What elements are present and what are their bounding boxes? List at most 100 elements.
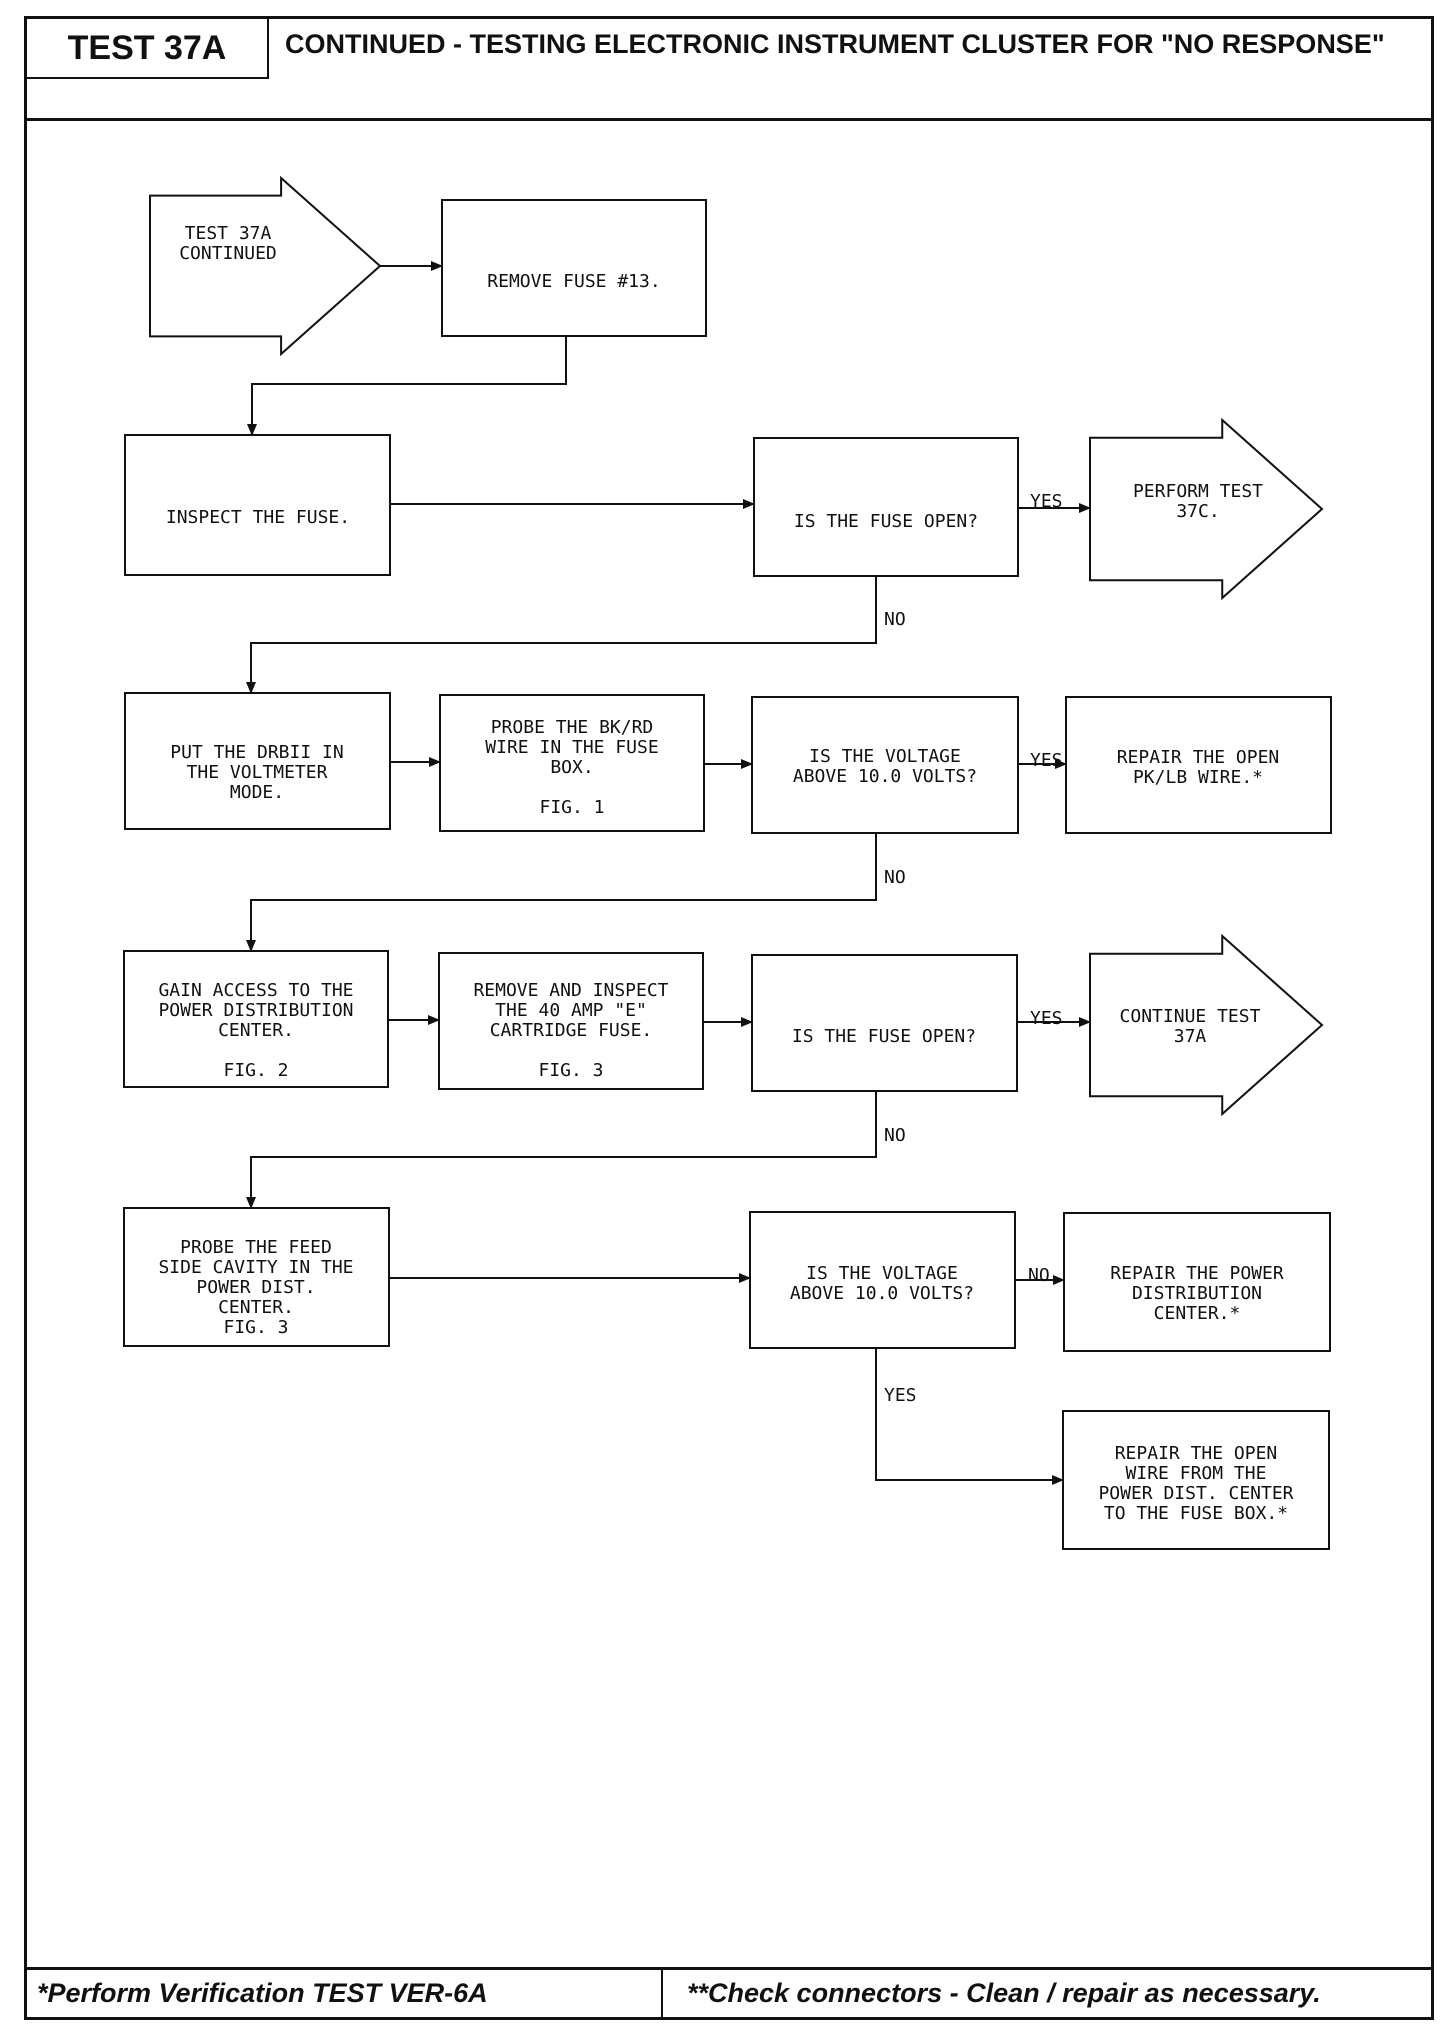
node-text-line: THE 40 AMP "E" xyxy=(495,1000,647,1021)
node-box xyxy=(123,1207,390,1347)
node-box xyxy=(1063,1212,1331,1352)
edge-label-yes-3: YES xyxy=(1030,1008,1063,1029)
node-box xyxy=(124,434,391,576)
node-text-line: POWER DIST. CENTER xyxy=(1098,1483,1293,1504)
node-text-line: PROBE THE FEED xyxy=(180,1237,332,1258)
footer-verification-note: *Perform Verification TEST VER-6A xyxy=(37,1978,488,2008)
node-text-line: WIRE FROM THE xyxy=(1126,1463,1267,1484)
node-text-line: TEST 37A xyxy=(185,223,272,244)
node-text-line: PUT THE DRBII IN xyxy=(170,742,343,763)
node-text-line: CARTRIDGE FUSE. xyxy=(490,1020,653,1041)
node-text-line: FIG. 2 xyxy=(223,1060,288,1081)
node-text-line: FIG. 1 xyxy=(539,797,604,818)
edge-label-no-2: NO xyxy=(884,867,906,888)
decision-fuse-open-1: IS THE FUSE OPEN? xyxy=(753,437,1019,577)
node-box xyxy=(751,696,1019,834)
node-text-line: THE VOLTMETER xyxy=(187,762,328,783)
node-box xyxy=(438,952,704,1090)
node-text-line: DISTRIBUTION xyxy=(1132,1283,1262,1304)
node-box xyxy=(441,199,707,337)
node-text-line: 37C. xyxy=(1176,501,1219,522)
node-text-line: ABOVE 10.0 VOLTS? xyxy=(790,1283,974,1304)
node-text-line: PERFORM TEST xyxy=(1133,481,1263,502)
edge-label-yes-1: YES xyxy=(1030,491,1063,512)
node-text-line: PROBE THE BK/RD xyxy=(491,717,654,738)
node-text-line: CENTER. xyxy=(218,1020,294,1041)
node-text-line: REMOVE FUSE #13. xyxy=(487,271,660,292)
node-text-line: FIG. 3 xyxy=(223,1317,288,1338)
node-text-line: 37A xyxy=(1174,1026,1207,1047)
node-text-line: CONTINUED xyxy=(179,243,277,264)
flowchart-edge-labels: YES NO YES NO YES NO NO YES xyxy=(884,491,1063,1406)
node-text-line: IS THE VOLTAGE xyxy=(806,1263,958,1284)
connector-arrow xyxy=(247,336,567,436)
header: TEST 37A CONTINUED - TESTING ELECTRONIC … xyxy=(27,19,1431,121)
node-text-line: CONTINUE TEST xyxy=(1120,1006,1261,1027)
node-text-line: REPAIR THE OPEN xyxy=(1115,1443,1278,1464)
node-text-line: IS THE VOLTAGE xyxy=(809,746,961,767)
node-box xyxy=(439,694,705,832)
edge-label-no-3: NO xyxy=(884,1125,906,1146)
edge-label-yes-4: YES xyxy=(884,1385,917,1406)
step-remove-fuse: REMOVE FUSE #13. xyxy=(441,199,707,337)
node-text-line: REPAIR THE POWER xyxy=(1110,1263,1284,1284)
node-text-line: ABOVE 10.0 VOLTS? xyxy=(793,766,977,787)
node-text-line: REMOVE AND INSPECT xyxy=(473,980,668,1001)
step-inspect-fuse: INSPECT THE FUSE. xyxy=(124,434,391,576)
node-box xyxy=(753,437,1019,577)
node-text-line: POWER DIST. xyxy=(196,1277,315,1298)
flowchart-connectors xyxy=(246,261,1091,1485)
node-arrow-shape xyxy=(1089,933,1324,1117)
node-box xyxy=(124,692,391,830)
node-text-line: BOX. xyxy=(550,757,593,778)
node-text-line: IS THE FUSE OPEN? xyxy=(794,511,978,532)
node-text-line: GAIN ACCESS TO THE xyxy=(158,980,353,1001)
node-box xyxy=(1065,696,1332,834)
node-text-line: CENTER. xyxy=(218,1297,294,1318)
node-text-line: REPAIR THE OPEN xyxy=(1117,747,1280,768)
node-box xyxy=(123,950,389,1088)
test-id: TEST 37A xyxy=(27,19,269,79)
node-text-line: SIDE CAVITY IN THE xyxy=(158,1257,353,1278)
connector-arrow xyxy=(246,833,877,952)
page-title: CONTINUED - TESTING ELECTRONIC INSTRUMEN… xyxy=(285,29,1385,59)
decision-fuse-open-2: IS THE FUSE OPEN? xyxy=(751,954,1018,1092)
node-box xyxy=(749,1211,1016,1349)
connector-arrow xyxy=(246,1091,877,1209)
node-text-line: MODE. xyxy=(230,782,284,803)
footer: *Perform Verification TEST VER-6A **Chec… xyxy=(27,1967,1431,2017)
edge-label-yes-2: YES xyxy=(1030,750,1063,771)
node-text-line: CENTER.* xyxy=(1154,1303,1241,1324)
node-text-line: PK/LB WIRE.* xyxy=(1133,767,1263,788)
node-box xyxy=(751,954,1018,1092)
node-arrow-shape xyxy=(1089,417,1324,601)
node-text-line: POWER DISTRIBUTION xyxy=(158,1000,353,1021)
node-arrow-shape xyxy=(149,175,382,357)
node-text-line: IS THE FUSE OPEN? xyxy=(792,1026,976,1047)
node-box xyxy=(1062,1410,1330,1550)
node-text-line: TO THE FUSE BOX.* xyxy=(1104,1503,1288,1524)
edge-label-no-1: NO xyxy=(884,609,906,630)
edge-label-no-4: NO xyxy=(1028,1265,1050,1286)
connector-arrow xyxy=(246,576,877,694)
node-text-line: WIRE IN THE FUSE xyxy=(485,737,658,758)
node-text-line: INSPECT THE FUSE. xyxy=(166,507,350,528)
connector-arrow xyxy=(875,1348,1064,1485)
node-text-line: FIG. 3 xyxy=(538,1060,603,1081)
footer-connectors-note: **Check connectors - Clean / repair as n… xyxy=(661,1970,1431,2017)
